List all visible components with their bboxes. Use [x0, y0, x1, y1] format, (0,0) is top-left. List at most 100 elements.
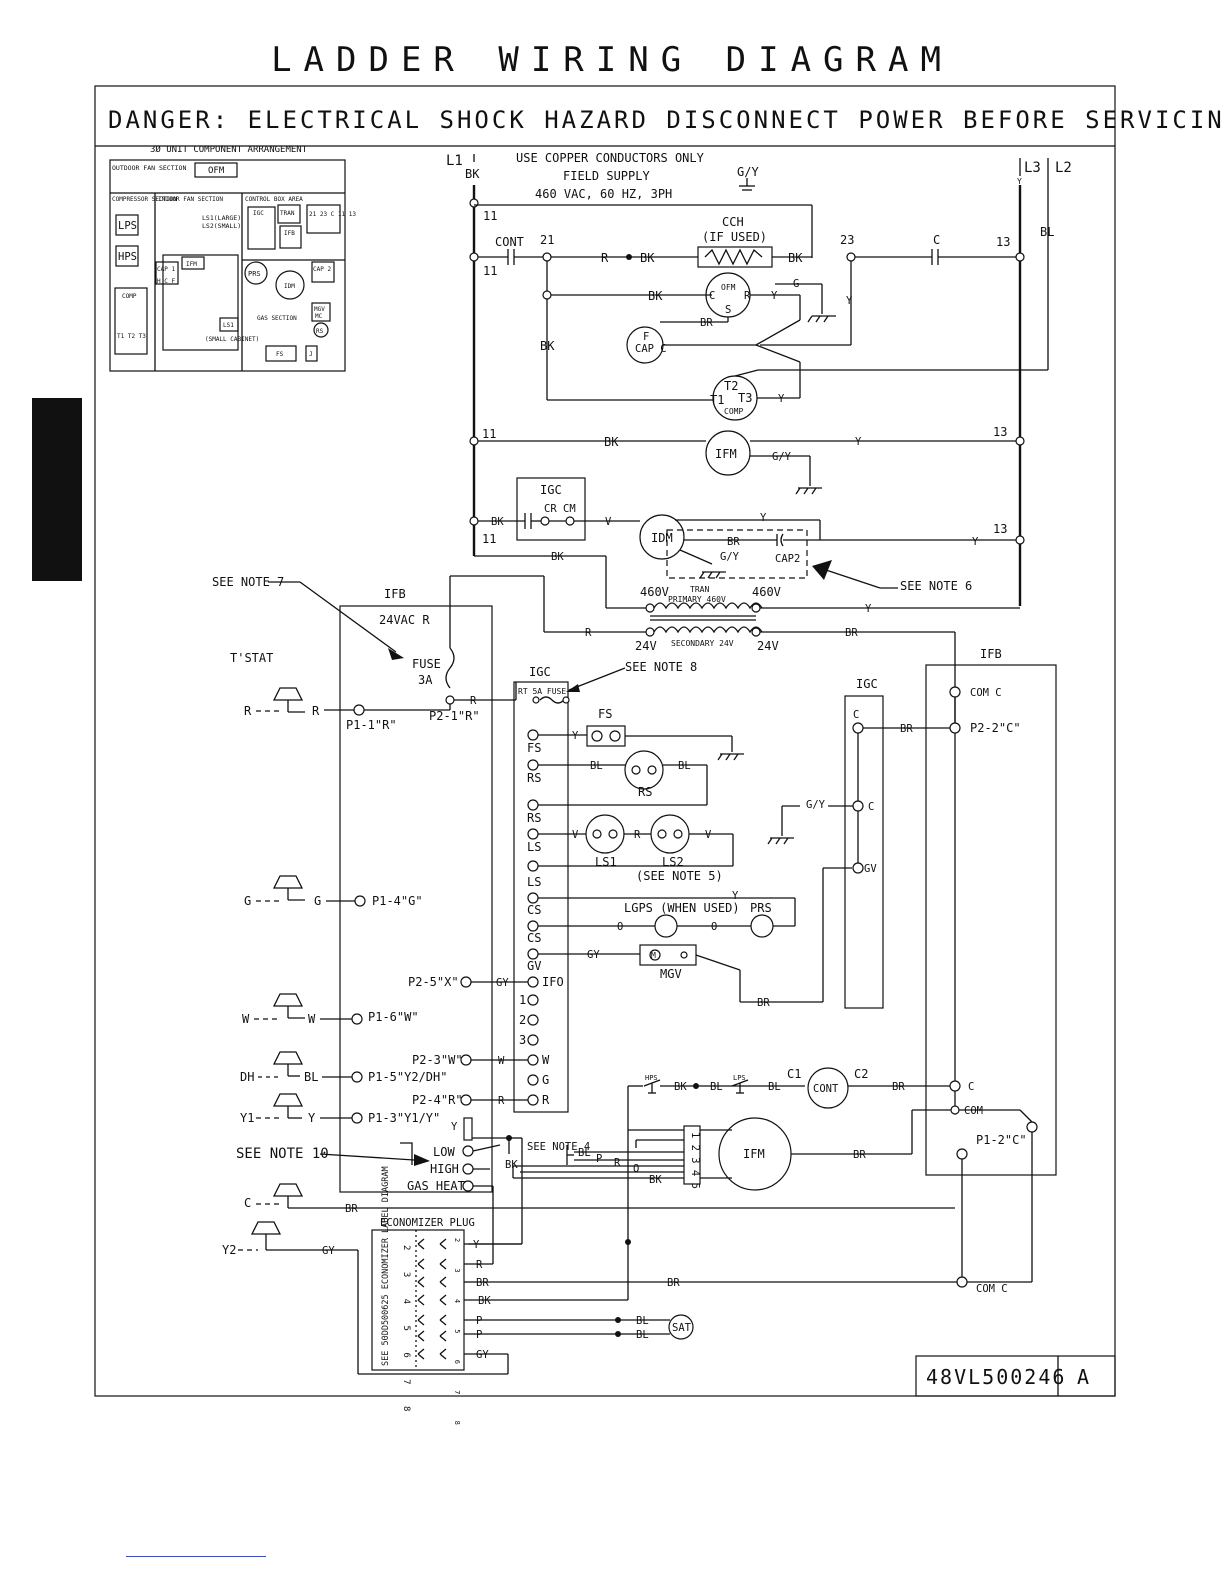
cch-r: R [601, 251, 609, 265]
idm-y: Y [760, 512, 767, 524]
igc-board-label: IGC [529, 665, 551, 679]
ofm-c: C [709, 290, 715, 302]
see-note-4: SEE NOTE 4 [527, 1141, 590, 1153]
svg-text:R: R [312, 704, 320, 718]
rs-bl-left: BL [590, 760, 603, 772]
cap2-label: CAP2 [775, 553, 800, 565]
tstat-y2-terminal: Y2 GY [222, 1221, 509, 1375]
igc-rs-2: RS [527, 811, 541, 825]
arrangement-title: 3Ø UNIT COMPONENT ARRANGEMENT [150, 144, 308, 155]
cap-f: F [643, 331, 649, 343]
c-contact-label: C [933, 233, 940, 247]
motor-r: R [614, 1157, 621, 1169]
l3-label: L3 [1024, 160, 1041, 176]
econ-p2: P [476, 1329, 482, 1341]
tran-460v-right: 460V [752, 585, 781, 599]
ls1-switch [585, 814, 625, 854]
motor-o: O [633, 1163, 639, 1175]
speed-low: LOW [433, 1145, 455, 1159]
igc-rt5a-fuse: RT 5A FUSE [518, 687, 566, 696]
arr-ls-large: LS1(LARGE) [202, 214, 241, 222]
idm-v: V [605, 516, 612, 528]
n13-b: 13 [993, 425, 1007, 439]
arr-gas-section: GAS SECTION [257, 315, 297, 322]
mgv-br: BR [757, 997, 770, 1009]
tstat-r-terminal: R R [244, 687, 365, 718]
com-c-bottom: COM C [976, 1283, 1008, 1295]
arr-cap2: CAP 2 [313, 266, 331, 273]
tran-br: BR [845, 627, 858, 639]
copper-note: USE COPPER CONDUCTORS ONLY [516, 151, 705, 165]
igc-g: G [542, 1073, 549, 1087]
ls1-v: V [572, 829, 579, 841]
tstat-y1-terminal: Y1 Y [240, 1093, 363, 1125]
hps-label: HPS [645, 1074, 658, 1082]
speed-bk: BK [505, 1159, 518, 1171]
see-note-7: SEE NOTE 7 [212, 575, 284, 589]
igcr-r: R [498, 1095, 505, 1107]
lgps-label: LGPS (WHEN USED) [624, 901, 740, 915]
n11-b: 11 [483, 264, 497, 278]
ifm-plug-pins: 1 2 3 4 5 [689, 1132, 701, 1189]
mgv-m: M [651, 951, 656, 960]
n13-c: 13 [993, 522, 1007, 536]
comp-t1: T1 [710, 393, 724, 407]
igcw-w: W [498, 1055, 505, 1067]
igc-gv: GV [527, 959, 541, 973]
ifm-label-top: IFM [715, 447, 737, 461]
fs-label: FS [598, 707, 612, 721]
igc-rs-1: RS [527, 771, 541, 785]
comp-t2: T2 [724, 379, 738, 393]
l3-y: Y [1017, 177, 1022, 186]
p1-5-label: P1-5"Y2/DH" [368, 1070, 447, 1084]
lgps-switch [654, 914, 678, 938]
arr-hps: HPS [118, 251, 137, 263]
arr-j: J [309, 351, 313, 358]
comp-y: Y [778, 393, 785, 405]
arr-control-box-area: CONTROL BOX AREA [245, 196, 303, 203]
arr-tran: TRAN [280, 210, 295, 217]
igc-gv-board-label: IGC [856, 677, 878, 691]
arr-cap1: CAP 1 [157, 266, 175, 273]
cont-c2: C2 [854, 1067, 868, 1081]
ifb-c: C [968, 1081, 974, 1093]
igc-fs: FS [527, 741, 541, 755]
ground-icon-idm [699, 571, 726, 579]
svg-text:DH: DH [240, 1070, 254, 1084]
ifm-bk: BK [604, 435, 619, 449]
arr-rs: RS [316, 328, 324, 335]
p1-6-label: P1-6"W" [368, 1010, 419, 1024]
ground-icon-fs [717, 753, 744, 761]
prs-label: PRS [750, 901, 772, 915]
svg-text:G: G [244, 894, 251, 908]
svg-text:BR: BR [345, 1203, 358, 1215]
speed-high: HIGH [430, 1162, 459, 1176]
ground-icon [739, 178, 755, 191]
igc-bk: BK [491, 516, 504, 528]
tran-secondary: SECONDARY 24V [671, 639, 734, 648]
econ-y: Y [473, 1239, 480, 1251]
field-supply: FIELD SUPPLY [563, 169, 650, 183]
ifm-plug [683, 1125, 701, 1185]
ifm-motor-br: BR [853, 1149, 866, 1161]
rs-switch [624, 750, 664, 790]
tstat-c-terminal: C BR [244, 1183, 955, 1215]
ofm-r: R [744, 290, 751, 302]
economizer-label-note: SEE 50DD500625 ECONOMIZER LABEL DIAGRAM [381, 1166, 391, 1366]
arr-comp: COMP [122, 293, 137, 300]
ifb-board-left [339, 605, 493, 1193]
idm-motor [639, 514, 685, 560]
tran-24v-left: 24V [635, 639, 657, 653]
fuse-3a: 3A [418, 673, 433, 687]
cs-y: Y [732, 890, 739, 902]
rs-label: RS [638, 785, 652, 799]
igc-3: 3 [519, 1033, 526, 1047]
tran-label: TRAN [690, 585, 709, 594]
comp-t3: T3 [738, 391, 752, 405]
arr-cap1-terms: H C F [157, 278, 175, 285]
ifb-24vac-r: 24VAC R [379, 613, 430, 627]
ground-gy: G/Y [737, 165, 759, 179]
arr-ls1: LS1 [223, 322, 234, 329]
igc-board [513, 681, 569, 1113]
